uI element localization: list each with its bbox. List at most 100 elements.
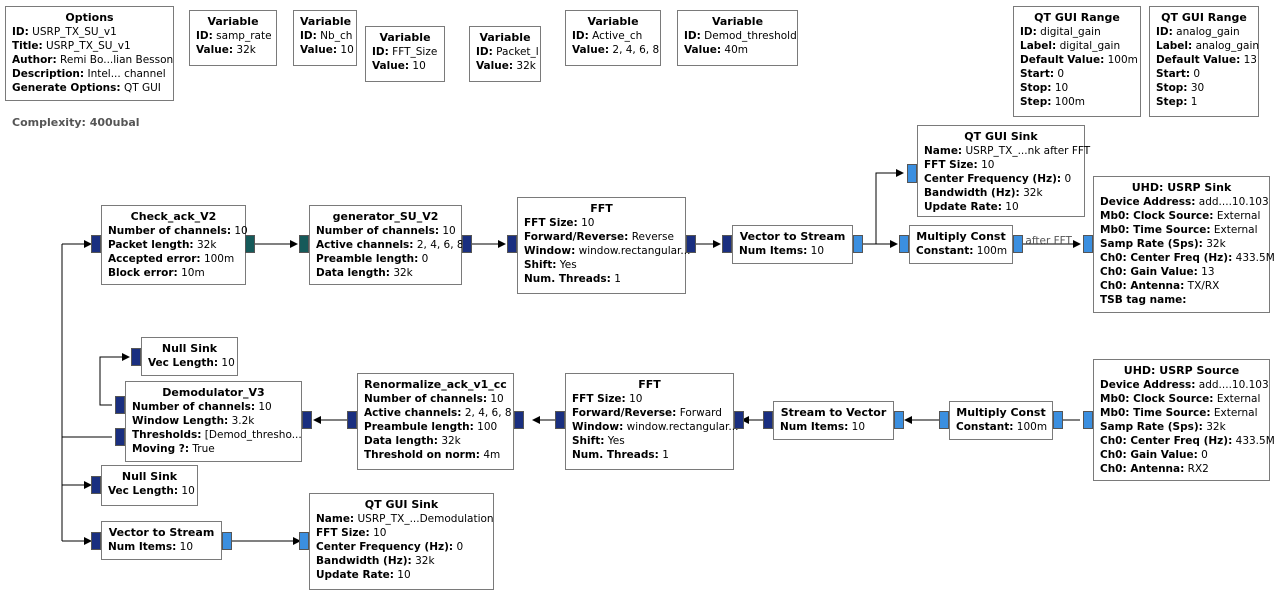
param-row: Center Frequency (Hz): 0: [924, 173, 1072, 185]
stream-to-vector-block[interactable]: Stream to Vector Num Items: 10: [773, 401, 894, 440]
param-row: Default Value: 100m: [1020, 54, 1138, 66]
options-block[interactable]: Options ID: USRP_TX_SU_v1 Title: USRP_TX…: [5, 6, 174, 101]
output-port[interactable]: [555, 411, 565, 429]
input-port[interactable]: [299, 235, 309, 253]
param-row: Vec Length: 10: [108, 485, 195, 497]
param-row: Data length: 32k: [316, 267, 413, 279]
param-row: Data length: 32k: [364, 435, 461, 447]
param-row: Stop: 30: [1156, 82, 1205, 94]
param-row: Active channels: 2, 4, 6, 8: [364, 407, 512, 419]
param-row: Ch0: Center Freq (Hz): 433.5M: [1100, 435, 1275, 447]
param-row: Step: 100m: [1020, 96, 1086, 108]
block-title: generator_SU_V2: [332, 210, 439, 223]
param-row: Preambule length: 100: [364, 421, 498, 433]
block-title: Variable: [300, 15, 352, 28]
variable-nb-ch-block[interactable]: Variable ID: Nb_ch Value: 10: [293, 10, 357, 66]
multiply-const-tx-block[interactable]: Multiply Const Constant: 100m: [909, 225, 1013, 264]
param-row: Num Items: 10: [780, 421, 866, 433]
input-port[interactable]: [302, 411, 312, 429]
param-row: Shift: Yes: [524, 259, 577, 271]
param-row: Generate Options: QT GUI: [12, 82, 161, 94]
input-port[interactable]: [507, 235, 517, 253]
null-sink-2-block[interactable]: Null Sink Vec Length: 10: [101, 465, 198, 506]
block-title: Vector to Stream: [108, 526, 215, 539]
input-port[interactable]: [734, 411, 744, 429]
param-row: ID: Nb_ch: [300, 30, 353, 42]
fft-reverse-block[interactable]: FFT FFT Size: 10 Forward/Reverse: Revers…: [517, 197, 690, 294]
output-port[interactable]: [347, 411, 357, 429]
output-port[interactable]: [222, 532, 232, 550]
block-title: Null Sink: [161, 342, 218, 355]
input-port[interactable]: [899, 235, 909, 253]
multiply-const-rx-block[interactable]: Multiply Const Constant: 100m: [949, 401, 1053, 440]
input-port[interactable]: [1053, 411, 1063, 429]
qt-gui-range-digital-gain-block[interactable]: QT GUI Range ID: digital_gain Label: dig…: [1013, 6, 1141, 117]
check-ack-block[interactable]: Check_ack_V2 Number of channels: 10 Pack…: [101, 205, 248, 285]
param-row: Number of channels: 10: [132, 401, 272, 413]
input-port[interactable]: [514, 411, 524, 429]
param-row: Title: USRP_TX_SU_v1: [12, 40, 131, 52]
block-title: Options: [65, 11, 114, 24]
vector-to-stream-rx-block[interactable]: Vector to Stream Num Items: 10: [101, 521, 222, 560]
variable-active-ch-block[interactable]: Variable ID: Active_ch Value: 2, 4, 6, 8: [565, 10, 661, 66]
param-row: Accepted error: 100m: [108, 253, 235, 265]
variable-fft-size-block[interactable]: Variable ID: FFT_Size Value: 10: [365, 26, 445, 82]
input-port[interactable]: [907, 164, 917, 183]
block-title: Null Sink: [121, 470, 178, 483]
fft-forward-block[interactable]: FFT FFT Size: 10 Forward/Reverse: Forwar…: [565, 373, 738, 470]
param-row: Default Value: 13: [1156, 54, 1257, 66]
usrp-sink-block[interactable]: UHD: USRP Sink Device Address: add....10…: [1093, 176, 1275, 313]
output-port[interactable]: [462, 235, 472, 253]
demodulator-block[interactable]: Demodulator_V3 Number of channels: 10 Wi…: [125, 381, 302, 462]
param-row: Threshold on norm: 4m: [364, 449, 501, 461]
param-row: Num. Threads: 1: [572, 449, 669, 461]
param-row: Label: digital_gain: [1020, 40, 1121, 52]
qt-gui-sink-after-fft-block[interactable]: QT GUI Sink Name: USRP_TX_...nk after FF…: [917, 125, 1090, 217]
null-sink-1-block[interactable]: Null Sink Vec Length: 10: [141, 337, 238, 376]
input-port[interactable]: [131, 348, 141, 366]
param-row: FFT Size: 10: [924, 159, 995, 171]
param-row: Description: Intel... channel: [12, 68, 166, 80]
output-port[interactable]: [245, 235, 255, 253]
param-row: Value: 40m: [684, 44, 748, 56]
qt-gui-sink-demodulation-block[interactable]: QT GUI Sink Name: USRP_TX_...Demodulatio…: [309, 493, 494, 590]
output-port[interactable]: [686, 235, 696, 253]
input-port[interactable]: [91, 476, 101, 494]
output-port[interactable]: [115, 396, 125, 414]
variable-demod-threshold-block[interactable]: Variable ID: Demod_threshold Value: 40m: [677, 10, 798, 66]
variable-samp-rate-block[interactable]: Variable ID: samp_rate Value: 32k: [189, 10, 277, 66]
block-title: QT GUI Range: [1161, 11, 1247, 24]
variable-packet-l-block[interactable]: Variable ID: Packet_l Value: 32k: [469, 26, 541, 82]
output-port[interactable]: [853, 235, 863, 253]
input-port[interactable]: [1083, 235, 1093, 253]
param-row: Update Rate: 10: [316, 569, 411, 581]
param-row: Constant: 100m: [956, 421, 1048, 433]
param-row: ID: Demod_threshold: [684, 30, 797, 42]
output-port[interactable]: [939, 411, 949, 429]
param-row: Block error: 10m: [108, 267, 205, 279]
output-port[interactable]: [1013, 235, 1023, 253]
generator-su-block[interactable]: generator_SU_V2 Number of channels: 10 A…: [309, 205, 464, 285]
block-title: Vector to Stream: [739, 230, 846, 243]
param-row: Ch0: Center Freq (Hz): 433.5M: [1100, 252, 1275, 264]
block-title: Variable: [711, 15, 764, 28]
vector-to-stream-tx-block[interactable]: Vector to Stream Num Items: 10: [732, 225, 853, 264]
usrp-source-block[interactable]: UHD: USRP Source Device Address: add....…: [1093, 359, 1275, 481]
output-port[interactable]: [1083, 411, 1093, 429]
param-row: Center Frequency (Hz): 0: [316, 541, 464, 553]
input-port[interactable]: [722, 235, 732, 253]
input-port[interactable]: [91, 235, 101, 253]
renormalize-ack-block[interactable]: Renormalize_ack_v1_cc Number of channels…: [357, 373, 514, 470]
param-row: Samp Rate (Sps): 32k: [1100, 238, 1226, 250]
param-row: ID: samp_rate: [196, 30, 272, 42]
qt-gui-range-analog-gain-block[interactable]: QT GUI Range ID: analog_gain Label: anal…: [1149, 6, 1259, 117]
param-row: ID: analog_gain: [1156, 26, 1240, 38]
input-port[interactable]: [299, 532, 309, 550]
output-port[interactable]: [115, 428, 125, 446]
param-row: Num Items: 10: [108, 541, 194, 553]
input-port[interactable]: [894, 411, 904, 429]
param-row: Number of channels: 10: [364, 393, 504, 405]
output-port[interactable]: [763, 411, 773, 429]
block-title: Stream to Vector: [780, 406, 887, 419]
input-port[interactable]: [91, 532, 101, 550]
